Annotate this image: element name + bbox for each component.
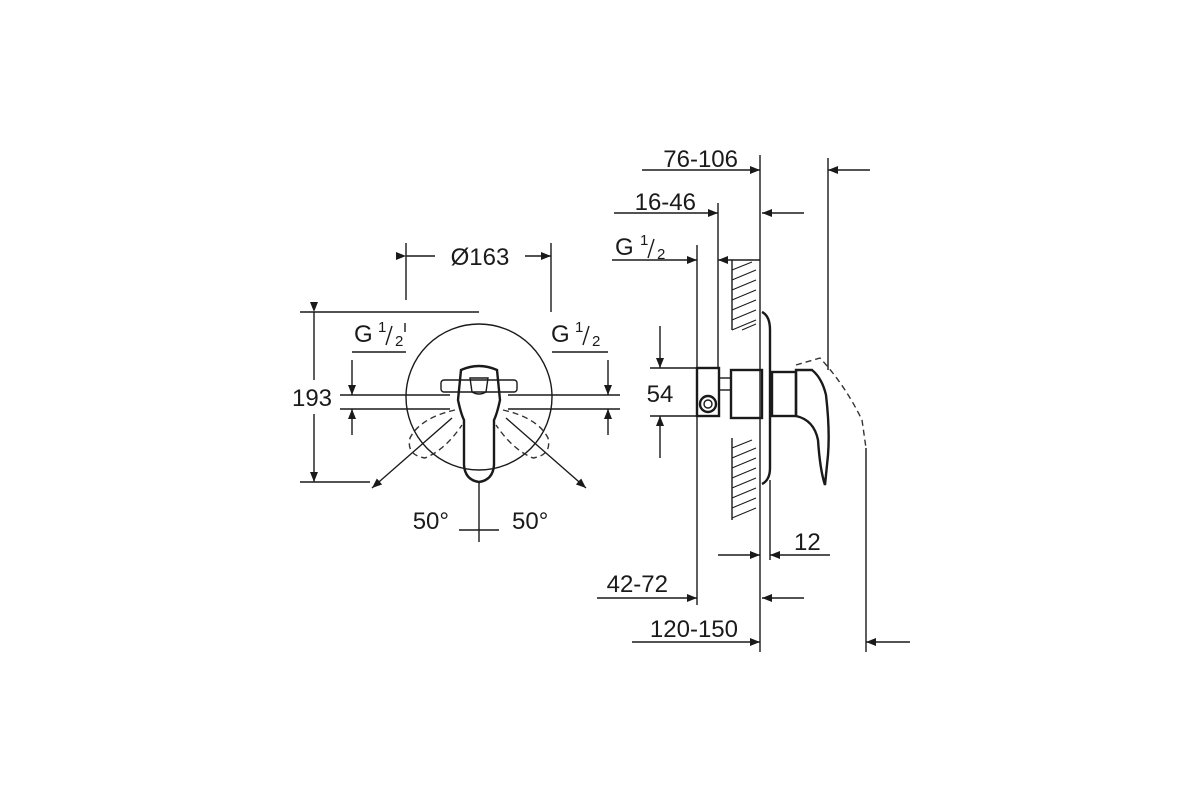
side-view: 76-106 16-46 G 1 2	[597, 146, 910, 652]
thread-right-denominator: 2	[592, 333, 600, 350]
depth-total-label: 76-106	[663, 146, 738, 173]
thread-left-numerator: 1	[378, 319, 386, 336]
body-coupling	[718, 377, 732, 391]
handle-cap	[469, 377, 489, 395]
handle-base	[770, 370, 798, 418]
valve-body	[695, 366, 721, 418]
side-thread-slash	[647, 238, 655, 259]
angle-line-right	[505, 417, 587, 489]
side-thread-denominator: 2	[657, 246, 665, 263]
wall-hatch-bottom	[731, 438, 757, 520]
thread-right-slash	[582, 325, 590, 346]
cartridge-housing	[729, 368, 764, 420]
diameter-label: Ø163	[451, 244, 510, 271]
spacing-label: 54	[647, 381, 674, 408]
thread-right-base: G	[551, 321, 570, 348]
side-thread-numerator: 1	[640, 232, 648, 249]
angle-left-label: 50°	[413, 508, 449, 535]
front-view: Ø163 193 G 1 2 G 1 2	[292, 243, 620, 542]
handle-lever-profile	[794, 368, 830, 486]
angle-line-left	[371, 417, 453, 489]
outlet-connector-inner	[703, 399, 713, 409]
thread-right-numerator: 1	[575, 319, 583, 336]
plate-label: 12	[794, 529, 821, 556]
wall-hatch-top	[731, 260, 757, 331]
thread-left-base: G	[354, 321, 373, 348]
install-min-label: 42-72	[607, 571, 668, 598]
cover-plate-profile	[761, 310, 772, 486]
handle-hub	[440, 379, 518, 393]
outlet-connector	[698, 394, 718, 414]
handle-position-right	[495, 409, 550, 459]
height-label: 193	[292, 385, 332, 412]
side-thread-base: G	[615, 234, 634, 261]
handle-position-left	[408, 409, 463, 459]
thread-left-denominator: 2	[395, 333, 403, 350]
handle-swing-path	[795, 357, 867, 449]
lever-handle	[456, 364, 502, 484]
cover-plate	[405, 323, 553, 471]
thread-left-slash	[385, 325, 393, 346]
install-max-label: 120-150	[650, 616, 738, 643]
angle-right-label: 50°	[512, 508, 548, 535]
depth-rough-label: 16-46	[635, 189, 696, 216]
